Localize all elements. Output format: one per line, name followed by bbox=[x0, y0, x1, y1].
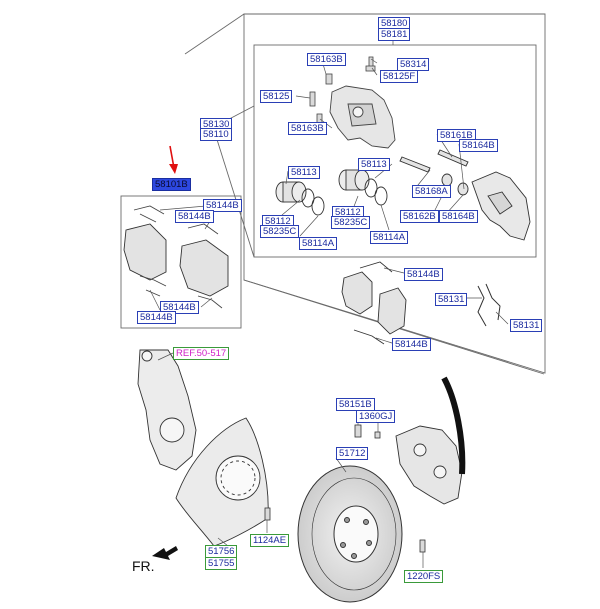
part-label-58110[interactable]: 58110 bbox=[200, 128, 232, 141]
brake-disc bbox=[297, 465, 403, 603]
guide-pin-icon bbox=[399, 149, 469, 196]
part-label-58113[interactable]: 58113 bbox=[288, 166, 320, 179]
part-label-1220fs[interactable]: 1220FS bbox=[404, 570, 444, 583]
part-label-58112[interactable]: 58112 bbox=[262, 215, 294, 228]
pad-clip-icon bbox=[133, 205, 223, 309]
steering-knuckle bbox=[137, 349, 197, 471]
part-label-58235c[interactable]: 58235C bbox=[331, 216, 371, 229]
part-label-58144b[interactable]: 58144B bbox=[160, 301, 199, 314]
front-direction-arrow-icon bbox=[152, 546, 178, 560]
part-label-1124ae[interactable]: 1124AE bbox=[250, 534, 290, 547]
part-label-58131[interactable]: 58131 bbox=[435, 293, 468, 306]
part-label-58125f[interactable]: 58125F bbox=[380, 70, 419, 83]
part-label-58181[interactable]: 58181 bbox=[378, 28, 411, 41]
brake-pad-set-mid bbox=[341, 261, 407, 345]
part-label-58164b[interactable]: 58164B bbox=[459, 139, 498, 152]
part-label-58151b[interactable]: 58151B bbox=[336, 398, 375, 411]
pad-kit-frame bbox=[120, 195, 242, 329]
piston-seal-set-left bbox=[275, 181, 325, 216]
caliper-assembled bbox=[395, 425, 463, 505]
part-label-58164b[interactable]: 58164B bbox=[439, 210, 478, 223]
part-label-58235c[interactable]: 58235C bbox=[260, 225, 300, 238]
part-label-58144b[interactable]: 58144B bbox=[175, 210, 214, 223]
caliper-body bbox=[329, 85, 396, 149]
part-label-58163b[interactable]: 58163B bbox=[288, 122, 327, 135]
wear-spring-icon bbox=[477, 283, 501, 327]
caliper-bracket bbox=[471, 171, 531, 241]
part-label-58162b[interactable]: 58162B bbox=[400, 210, 439, 223]
part-label-1360gj[interactable]: 1360GJ bbox=[356, 410, 396, 423]
part-label-58114a[interactable]: 58114A bbox=[299, 237, 338, 250]
part-label-58144b[interactable]: 58144B bbox=[137, 311, 176, 324]
part-label-58101b[interactable]: 58101B bbox=[152, 178, 191, 191]
pointer-arrow-icon bbox=[169, 145, 178, 174]
part-label-58131[interactable]: 58131 bbox=[510, 319, 543, 332]
part-label-51712[interactable]: 51712 bbox=[336, 447, 369, 460]
brake-pad-pair bbox=[123, 223, 229, 297]
part-label-58168a[interactable]: 58168A bbox=[412, 185, 451, 198]
part-label-58144b[interactable]: 58144B bbox=[404, 268, 443, 281]
part-label-51755[interactable]: 51755 bbox=[205, 557, 238, 570]
front-direction-label: FR. bbox=[132, 558, 155, 574]
part-label-58113[interactable]: 58113 bbox=[358, 158, 390, 171]
dust-shield bbox=[175, 417, 269, 547]
part-label-58144b[interactable]: 58144B bbox=[203, 199, 242, 212]
bleed-screw-icon bbox=[309, 56, 376, 125]
part-label-58125[interactable]: 58125 bbox=[260, 90, 293, 103]
part-label-58114a[interactable]: 58114A bbox=[370, 231, 409, 244]
part-label-ref-50-517[interactable]: REF.50-517 bbox=[173, 347, 230, 360]
part-label-58144b[interactable]: 58144B bbox=[392, 338, 431, 351]
wheel-arc bbox=[441, 376, 466, 475]
part-label-58163b[interactable]: 58163B bbox=[307, 53, 346, 66]
part-label-58161b[interactable]: 58161B bbox=[437, 129, 476, 142]
